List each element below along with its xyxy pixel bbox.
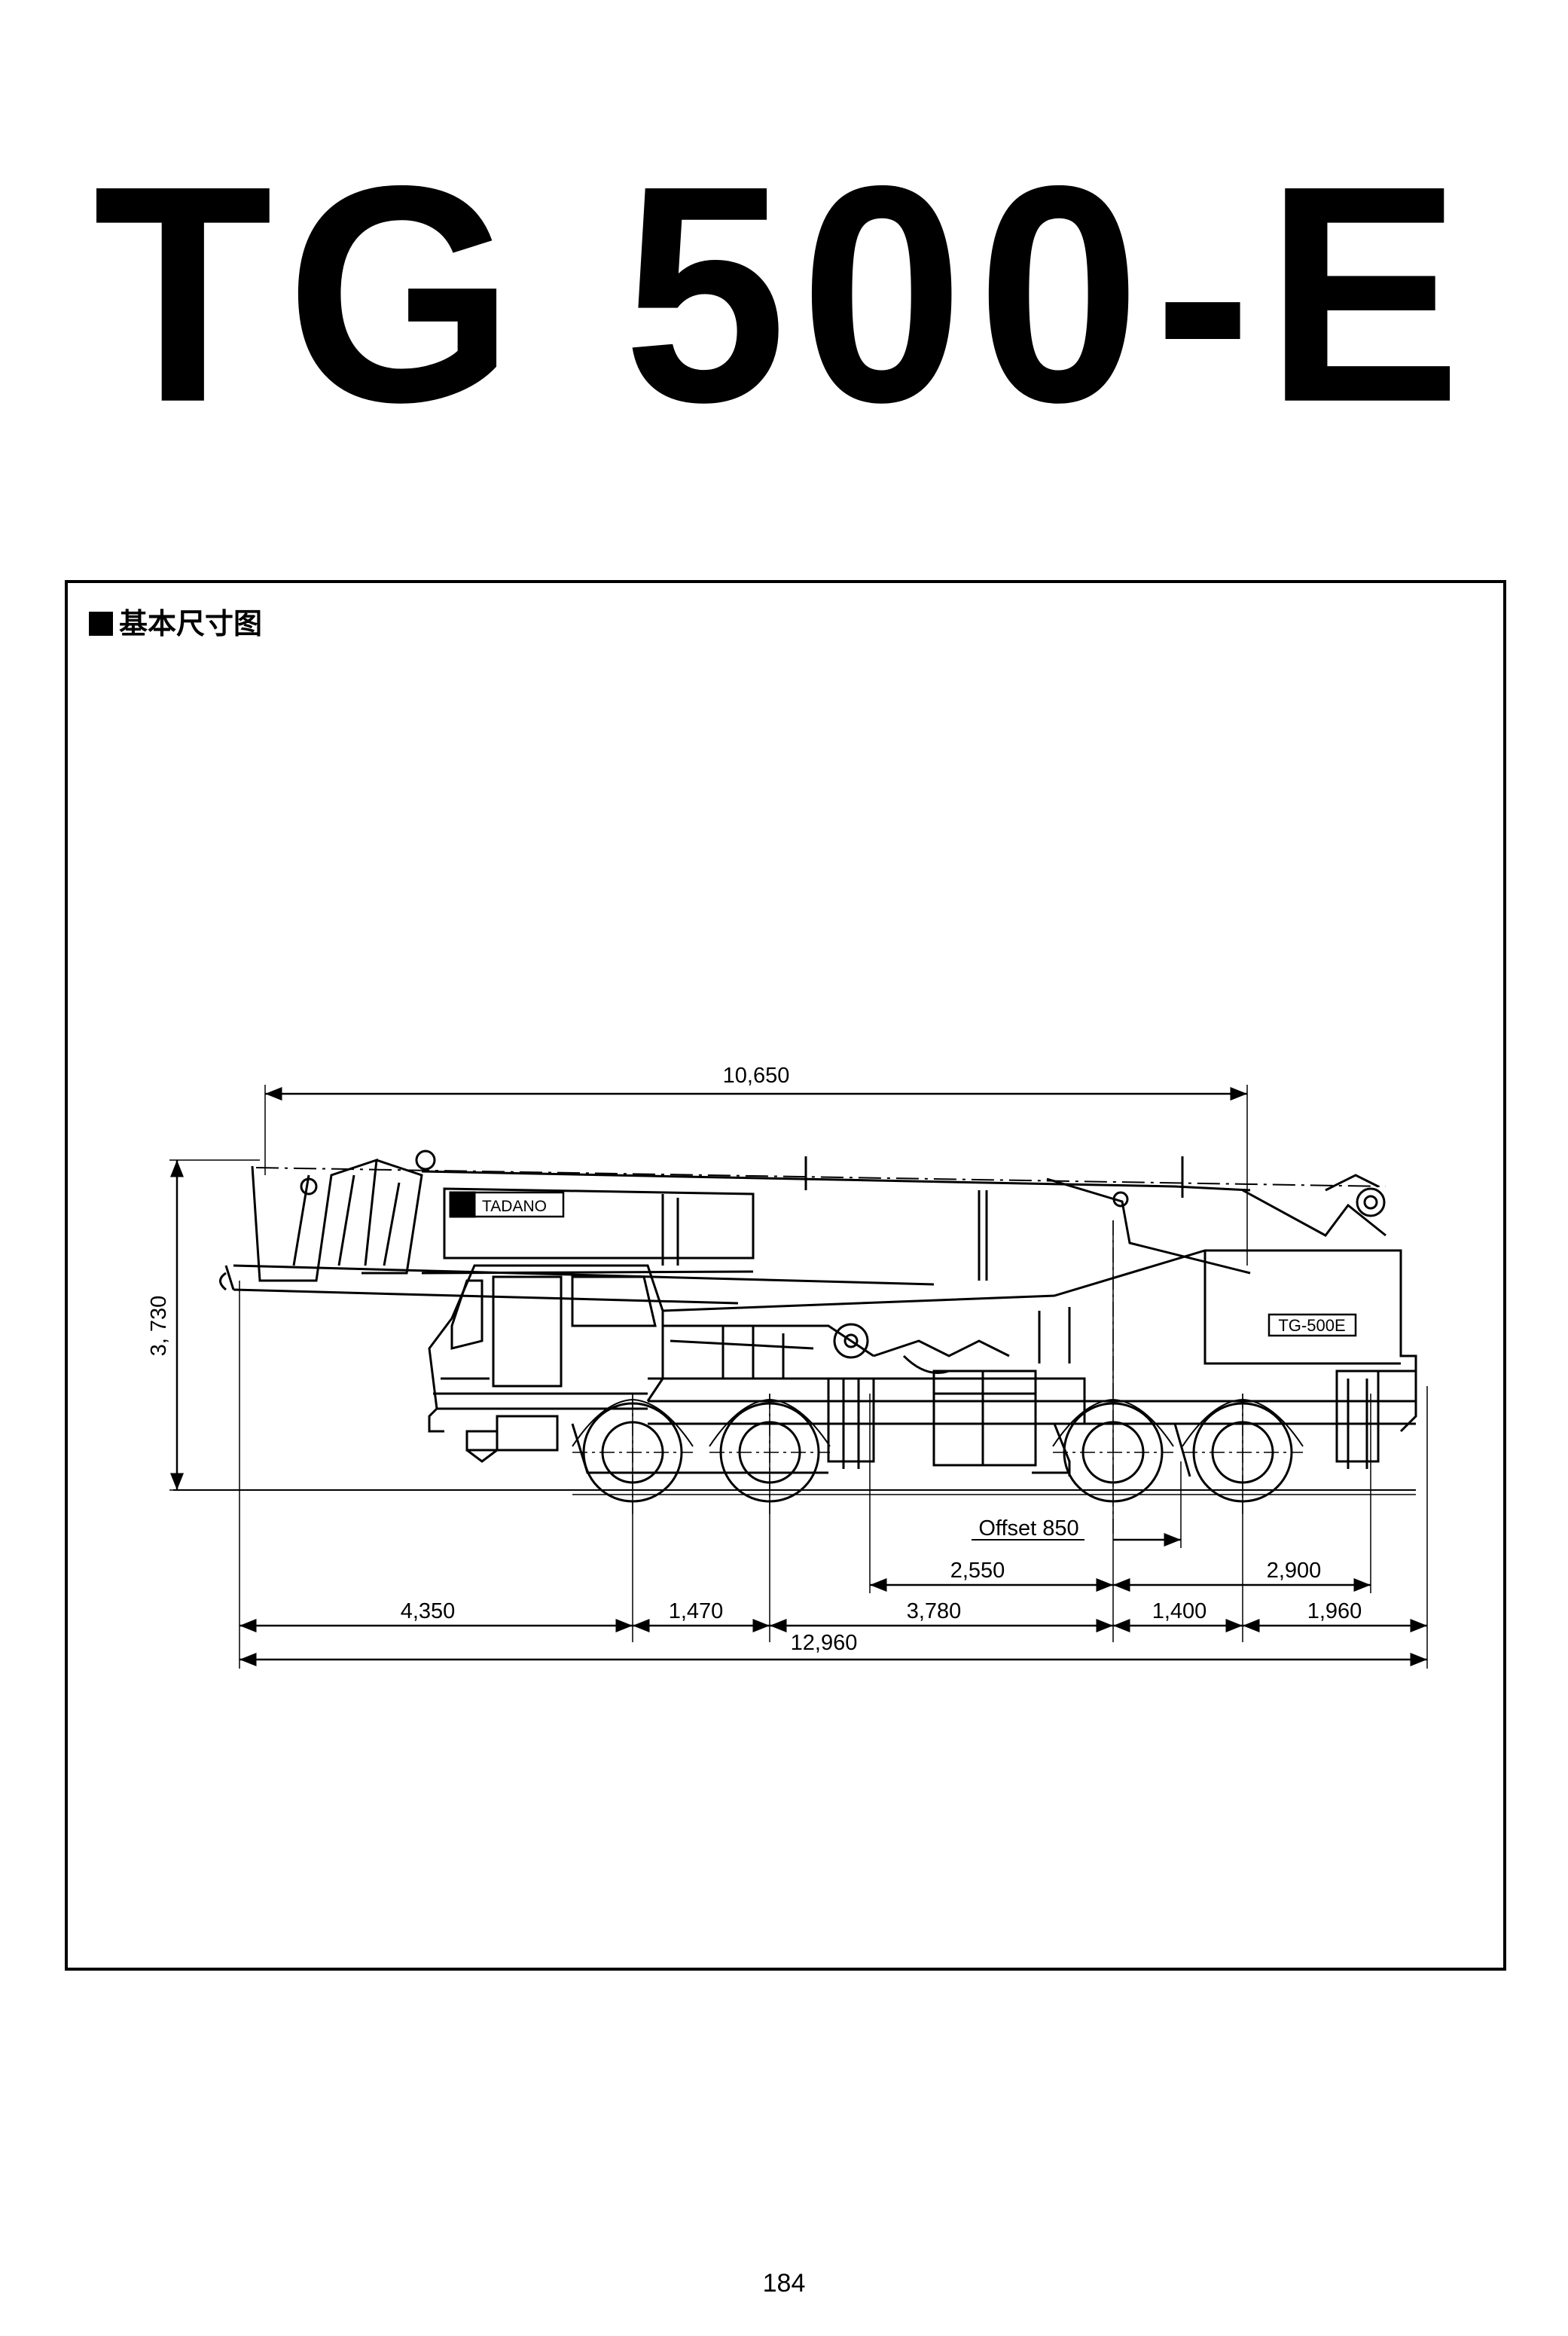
dim-1470: 1,470: [669, 1599, 724, 1623]
model-plate-label: TG-500E: [1278, 1316, 1345, 1335]
dim-2900: 2,900: [1267, 1559, 1322, 1583]
section-heading-text: 基本尺寸图: [119, 607, 263, 640]
dimension-lines: [170, 1087, 1427, 1666]
dim-overall-height: 3, 730: [147, 1296, 171, 1357]
page-number: 184: [762, 2269, 806, 2298]
dim-3780: 3,780: [907, 1599, 962, 1623]
carrier-chassis: [571, 1249, 1417, 1477]
dim-4350: 4,350: [401, 1599, 456, 1623]
dim-boom-length: 10,650: [723, 1064, 790, 1088]
dim-2550: 2,550: [950, 1559, 1005, 1583]
dim-1960: 1,960: [1307, 1599, 1362, 1623]
dim-1400: 1,400: [1152, 1599, 1207, 1623]
drawing-frame: [65, 580, 1506, 1971]
dim-overall-length: 12,960: [791, 1631, 858, 1655]
boom-brand-label: TADANO: [482, 1198, 547, 1215]
bullet-square-icon: [89, 612, 113, 636]
dim-offset: Offset 850: [978, 1516, 1078, 1541]
section-heading: 基本尺寸图: [89, 607, 262, 640]
extension-lines: [169, 1085, 1428, 1669]
wheels: [572, 1398, 1304, 1503]
page-title: TG 500-E: [93, 121, 1475, 466]
crane-boom: [219, 1150, 1386, 1305]
dimension-labels: 10,650 3, 730 Offset 850 2,550 2,900 4,3…: [147, 1064, 1362, 1655]
